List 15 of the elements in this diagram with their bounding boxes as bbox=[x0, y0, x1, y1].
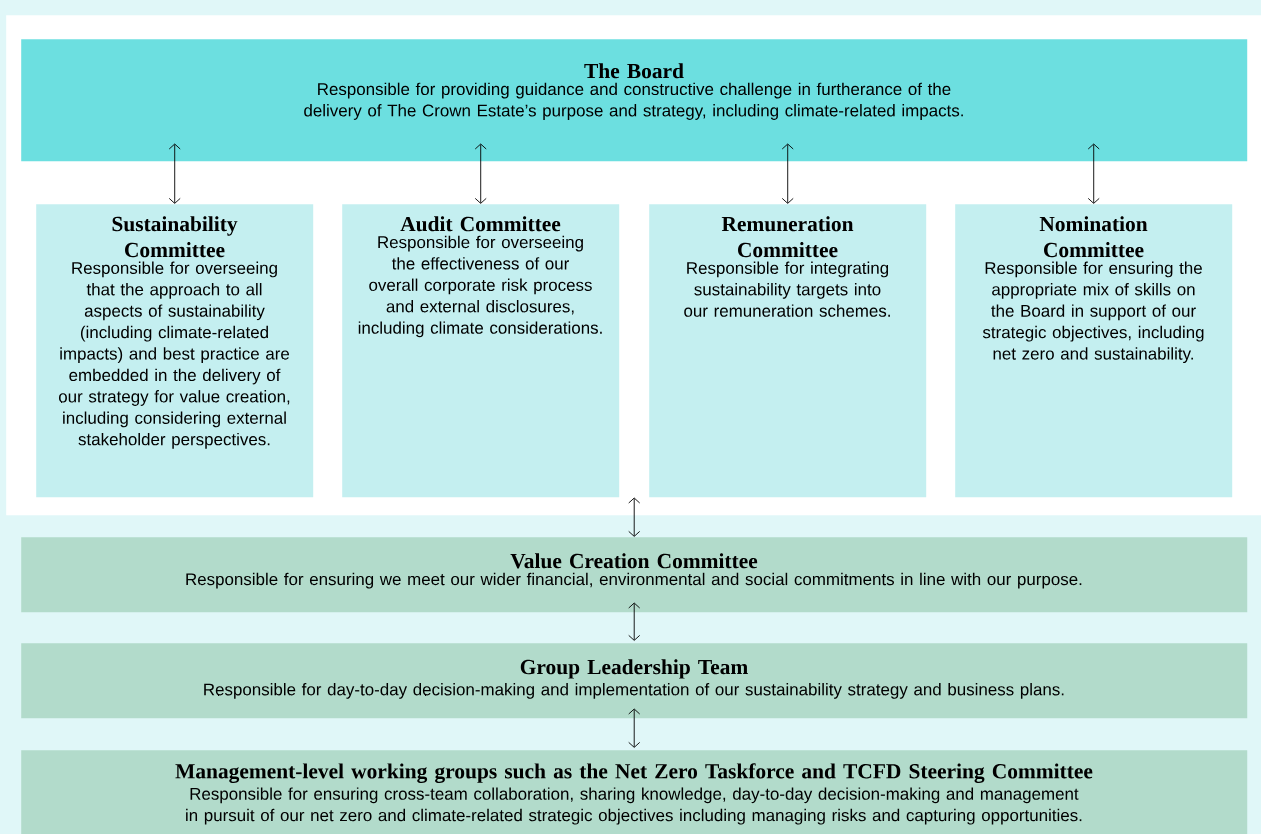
double-arrow bbox=[1087, 143, 1100, 204]
double-arrow bbox=[168, 143, 181, 204]
committee-box: Remuneration Committee Responsible for integrating sustainability targets into our remuneration schemes. bbox=[649, 204, 927, 498]
double-arrow bbox=[781, 143, 794, 204]
double-arrow bbox=[628, 497, 641, 537]
board-box: The Board Responsible for providing guidance and constructive challenge in furtherance of the delivery of The Crown Estate’s purpose and strategy, including climate-related impacts. bbox=[21, 39, 1248, 162]
team-band: Value Creation Committee Responsible for ensuring we meet our wider financial, environmental and social commitments in line with our purpose. bbox=[21, 537, 1248, 613]
committee-box: Audit Committee Responsible for overseeing the effectiveness of our overall corporate risk process and external disclosures, including climate considerations. bbox=[342, 204, 620, 498]
double-arrow bbox=[474, 143, 487, 204]
committee-box: Nomination Committee Responsible for ensuring the appropriate mix of skills on the Board in support of our strategic objectives, including net zero and sustainability. bbox=[955, 204, 1233, 498]
team-band: Management-level working groups such as the Net Zero Taskforce and TCFD Steering Committee Responsible for ensuring cross-team collaboration, sharing knowledge, day-to-day decision-making and management in pursuit of our net zero and climate-related strategic objectives including managing risks and capturing opportunities. bbox=[21, 750, 1248, 834]
team-band: Group Leadership Team Responsible for day-to-day decision-making and implementation of our sustainability strategy and business plans. bbox=[21, 643, 1248, 719]
committee-box: Sustainability Committee Responsible for overseeing that the approach to all aspects of sustainability (including climate-related impacts) and best practice are embedded in the delivery of our strategy for value creation, including considering external stakeholder perspectives. bbox=[36, 204, 314, 498]
double-arrow bbox=[628, 708, 641, 748]
double-arrow bbox=[628, 602, 641, 641]
